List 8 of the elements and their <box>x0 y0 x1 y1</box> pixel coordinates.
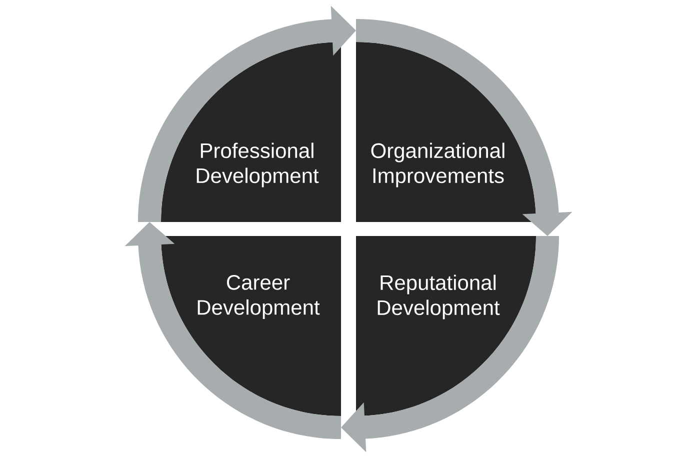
quadrant-segment: Organizational Improvements <box>356 42 536 222</box>
quadrant-segment: Professional Development <box>161 42 341 222</box>
curved-arrow <box>124 222 341 439</box>
quadrant-segment: Reputational Development <box>356 236 536 416</box>
quadrant-segment: Career Development <box>161 236 341 416</box>
curved-arrow <box>341 236 559 452</box>
curved-arrow <box>356 19 572 236</box>
curved-arrow <box>138 6 356 222</box>
